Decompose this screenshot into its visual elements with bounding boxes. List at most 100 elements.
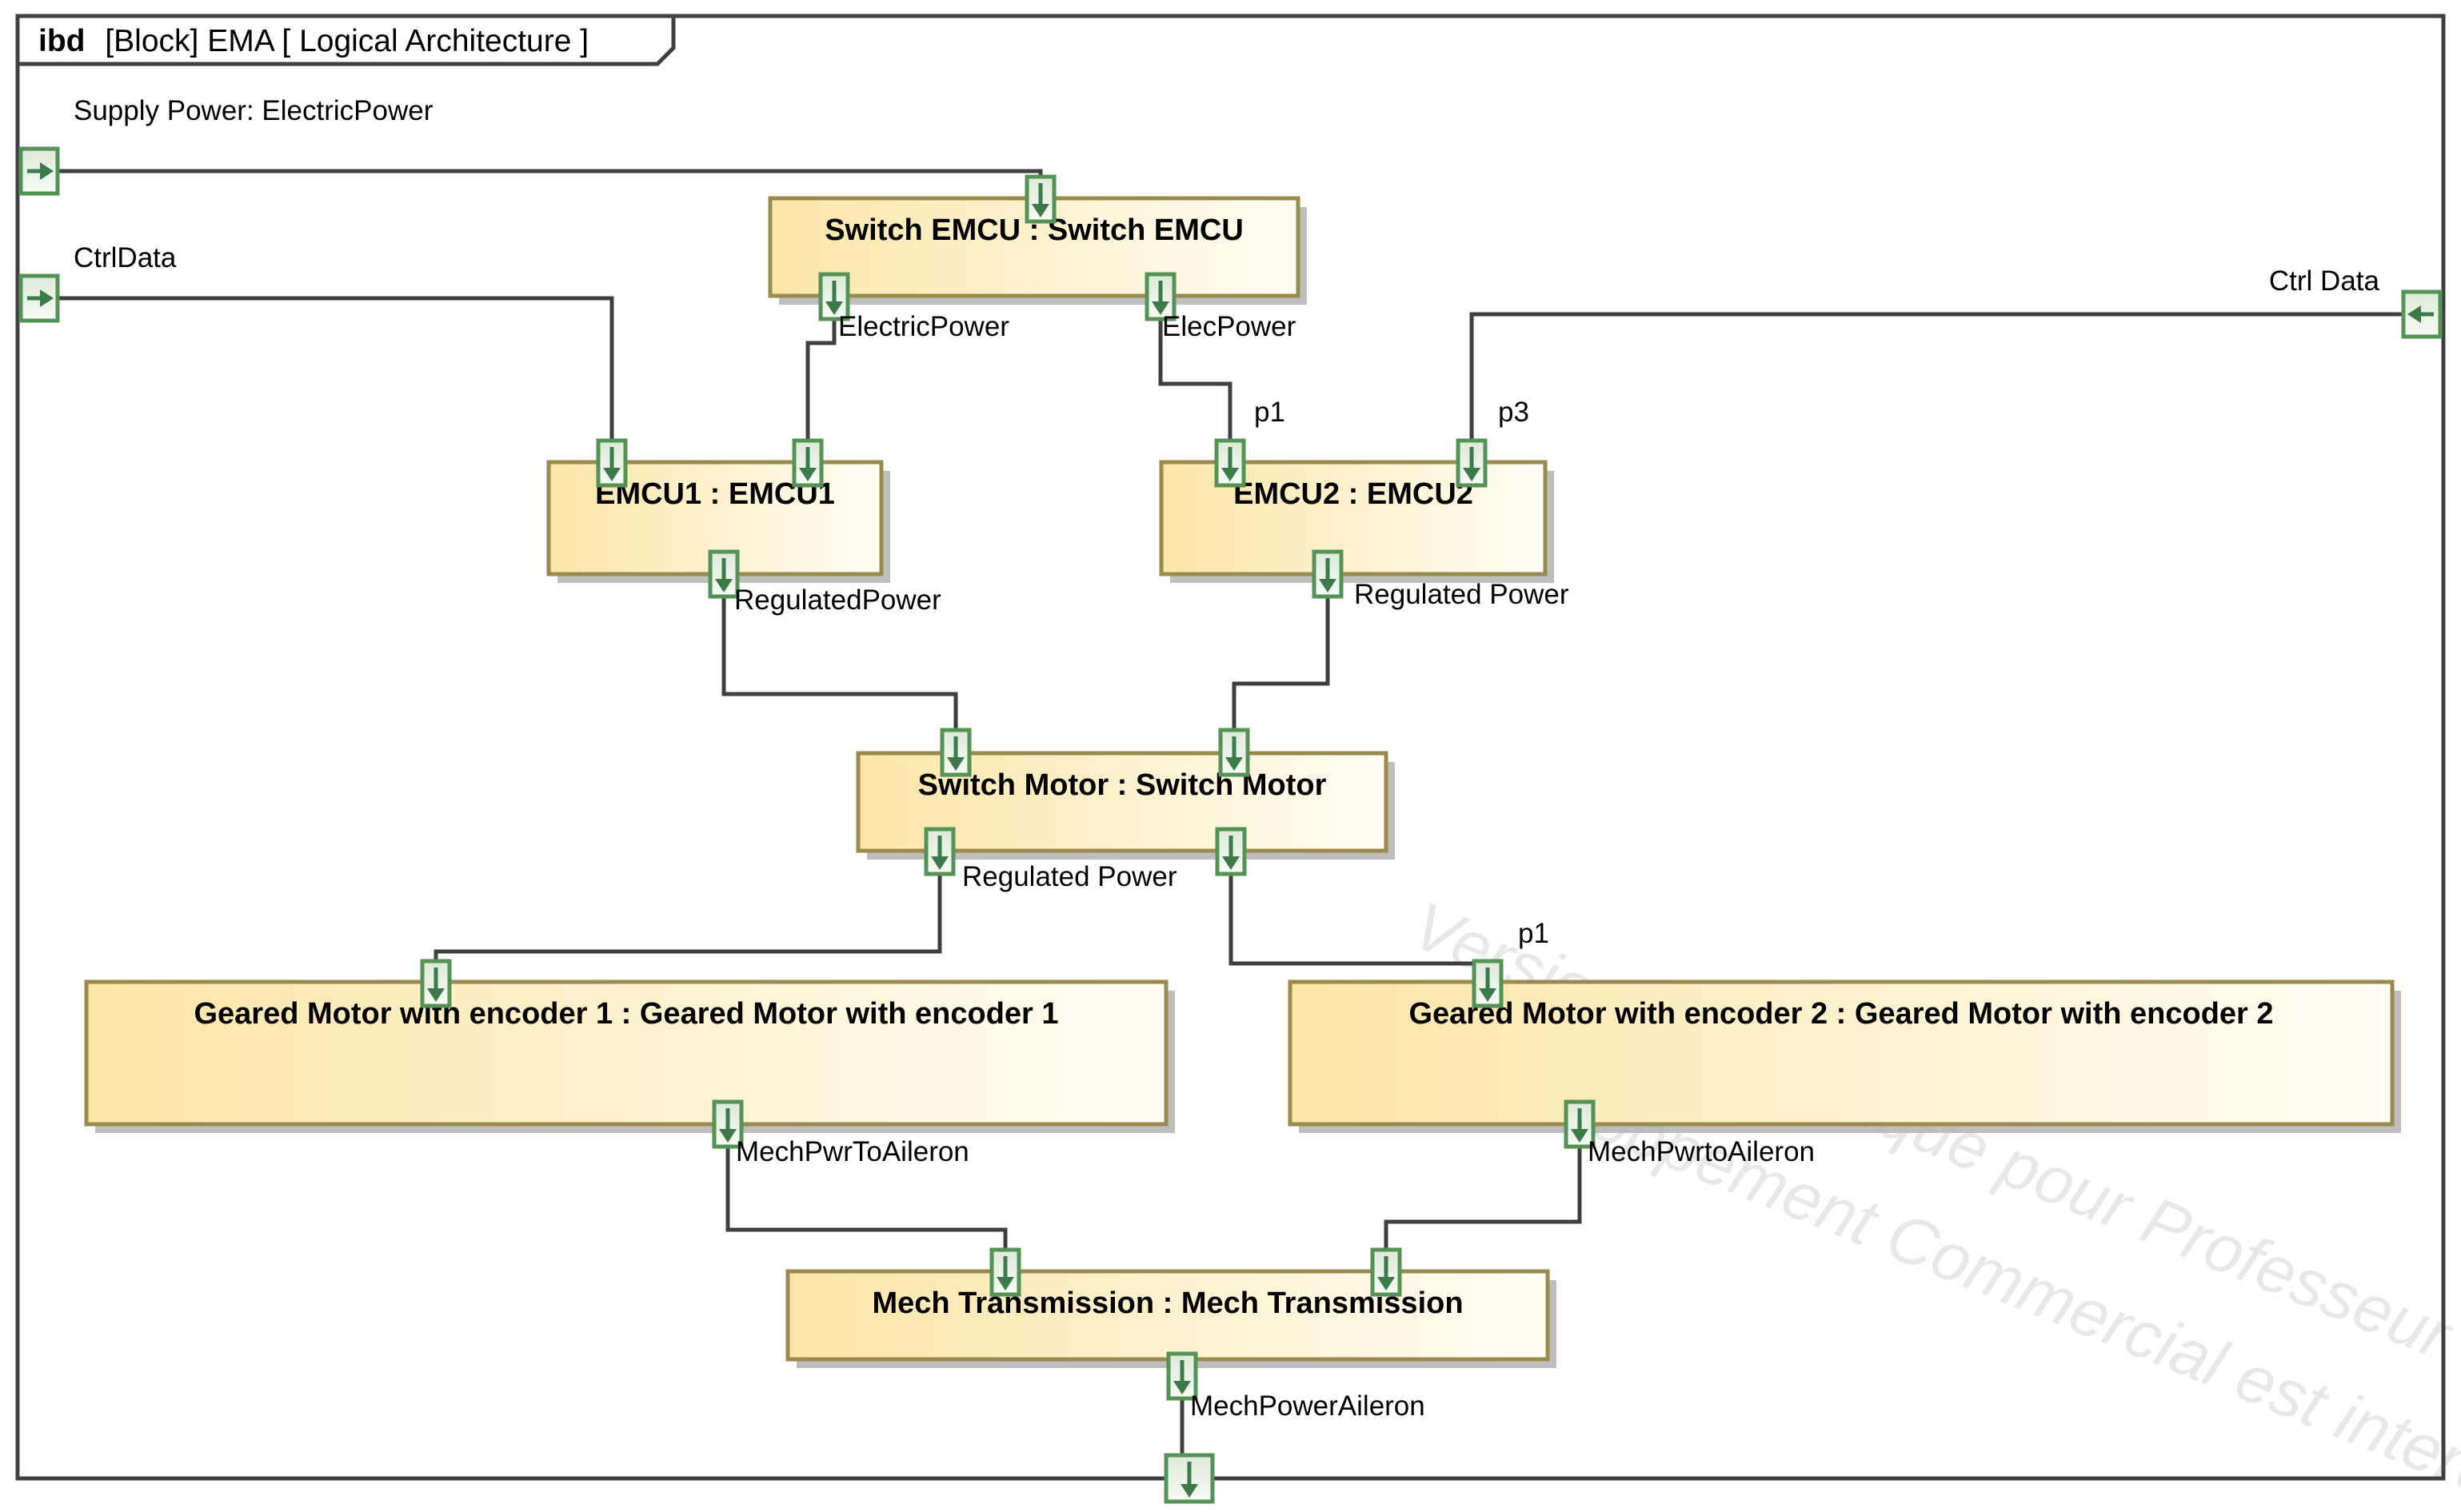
port-arrowhead-down-icon bbox=[1479, 988, 1496, 1002]
connector-line[interactable] bbox=[1384, 1147, 1582, 1250]
port-arrowhead-down-icon bbox=[1222, 856, 1240, 870]
connector-line[interactable] bbox=[725, 1147, 1008, 1250]
port-arrowhead-down-icon bbox=[1173, 1381, 1191, 1394]
port-p-switch-emcu-bl[interactable] bbox=[818, 272, 850, 321]
block-body[interactable] bbox=[785, 1269, 1550, 1362]
diagram-frame bbox=[15, 14, 2446, 1481]
port-arrowhead-down-icon bbox=[1319, 579, 1336, 592]
connector[interactable] bbox=[725, 1147, 1008, 1250]
connector-label: ElecPower bbox=[1162, 311, 1296, 342]
connector-line[interactable] bbox=[58, 296, 614, 441]
connector[interactable] bbox=[1469, 312, 2403, 441]
port-p-emcu1-t1[interactable] bbox=[596, 438, 628, 488]
boundary-port-label: Supply Power: ElectricPower bbox=[74, 95, 433, 126]
connector[interactable] bbox=[1232, 596, 1330, 730]
boundary-ports-layer: Supply Power: ElectricPowerCtrlDataCtrl … bbox=[18, 95, 2443, 1504]
connector-line[interactable] bbox=[433, 874, 942, 961]
block-geared-motor-1[interactable]: Geared Motor with encoder 1 : Geared Mot… bbox=[84, 979, 1175, 1133]
port-arrowhead-down-icon bbox=[427, 988, 445, 1002]
connector-label: Regulated Power bbox=[1354, 579, 1569, 610]
port-p-emcu2-p1[interactable] bbox=[1214, 438, 1246, 488]
boundary-port-label: CtrlData bbox=[74, 242, 177, 273]
ports-layer: p1 p3 p1 bbox=[420, 174, 1596, 1401]
port-arrowhead-right-icon bbox=[40, 162, 54, 180]
port-arrowhead-down-icon bbox=[1463, 468, 1480, 481]
port-arrowhead-down-icon bbox=[799, 468, 817, 481]
connector[interactable] bbox=[58, 169, 1043, 177]
port-arrowhead-down-icon bbox=[1032, 204, 1049, 217]
connector[interactable] bbox=[721, 596, 958, 730]
connector-label: MechPowerAileron bbox=[1190, 1390, 1425, 1422]
port-arrowhead-down-icon bbox=[719, 1129, 737, 1143]
connector-line[interactable] bbox=[1469, 312, 2403, 441]
connector-line[interactable] bbox=[58, 169, 1043, 177]
port-arrowhead-down-icon bbox=[997, 1277, 1014, 1291]
port-arrowhead-down-icon bbox=[825, 301, 843, 315]
connector-line[interactable] bbox=[721, 596, 958, 730]
port-arrowhead-down-icon bbox=[1152, 301, 1169, 315]
connector[interactable] bbox=[1384, 1147, 1582, 1250]
connector-label: ElectricPower bbox=[838, 311, 1009, 342]
connector[interactable] bbox=[1158, 319, 1232, 441]
port-p-switch-motor-tl[interactable] bbox=[940, 728, 972, 777]
port-p-mt-right[interactable] bbox=[1370, 1247, 1402, 1297]
port-arrowhead-down-icon bbox=[931, 856, 949, 870]
connector-label: MechPwrToAileron bbox=[736, 1136, 969, 1167]
port-p-gm2-top[interactable] bbox=[1472, 959, 1504, 1008]
port-p-mt-bottom[interactable] bbox=[1166, 1351, 1198, 1401]
boundary-port-bp-ctrl-data-right[interactable] bbox=[2401, 289, 2443, 339]
connectors-layer bbox=[58, 169, 2403, 1455]
port-p-switch-motor-br[interactable] bbox=[1215, 827, 1247, 876]
port-arrowhead-down-icon bbox=[1377, 1277, 1395, 1291]
port-arrowhead-down-icon bbox=[1181, 1484, 1198, 1498]
port-p-switch-motor-tr[interactable] bbox=[1218, 728, 1250, 777]
boundary-port-label: Ctrl Data bbox=[2269, 265, 2380, 297]
block-title: Mech Transmission : Mech Transmission bbox=[872, 1287, 1463, 1320]
port-label: p1 bbox=[1254, 397, 1285, 428]
connector[interactable] bbox=[433, 874, 942, 961]
connector-label: MechPwrtoAileron bbox=[1588, 1136, 1815, 1167]
block-body[interactable] bbox=[84, 979, 1169, 1127]
boundary-port-bp-ctrl-data-left[interactable] bbox=[18, 273, 60, 323]
port-p-emcu2-bottom[interactable] bbox=[1312, 549, 1344, 599]
connector-line[interactable] bbox=[1232, 596, 1330, 730]
connector-line[interactable] bbox=[1158, 319, 1232, 441]
port-arrowhead-down-icon bbox=[947, 757, 965, 771]
block-title: Switch Motor : Switch Motor bbox=[918, 768, 1327, 802]
block-title: EMCU2 : EMCU2 bbox=[1233, 477, 1473, 511]
port-p-gm1-top[interactable] bbox=[420, 959, 452, 1008]
port-p-emcu1-bottom[interactable] bbox=[708, 549, 740, 599]
port-p-emcu1-t2[interactable] bbox=[792, 438, 824, 488]
port-p-switch-motor-bl[interactable] bbox=[924, 827, 956, 876]
connector-label: Regulated Power bbox=[962, 861, 1177, 892]
port-arrowhead-down-icon bbox=[1225, 757, 1243, 771]
diagram-header-label: ibd [Block] EMA [ Logical Architecture ] bbox=[38, 24, 589, 58]
port-arrowhead-down-icon bbox=[1571, 1129, 1588, 1143]
connector-line[interactable] bbox=[805, 319, 837, 441]
block-title: Geared Motor with encoder 2 : Geared Mot… bbox=[1408, 997, 2273, 1031]
connector-label: RegulatedPower bbox=[734, 584, 941, 616]
diagram-kind-keyword: ibd bbox=[38, 24, 85, 58]
port-arrowhead-down-icon bbox=[715, 579, 733, 592]
port-arrowhead-left-icon bbox=[2407, 305, 2421, 323]
port-label: p3 bbox=[1498, 397, 1529, 428]
port-label: p1 bbox=[1518, 918, 1549, 949]
boundary-port-bp-supply-power[interactable] bbox=[18, 146, 60, 196]
block-mech-transmission[interactable]: Mech Transmission : Mech Transmission bbox=[785, 1269, 1556, 1368]
diagram-header-rest: [Block] EMA [ Logical Architecture ] bbox=[105, 24, 589, 58]
connector[interactable] bbox=[58, 296, 614, 441]
port-p-gm1-bottom[interactable] bbox=[712, 1099, 744, 1149]
port-arrowhead-right-icon bbox=[40, 289, 54, 307]
port-p-emcu2-p3[interactable] bbox=[1456, 438, 1488, 488]
connector[interactable] bbox=[805, 319, 837, 441]
port-arrowhead-down-icon bbox=[1221, 468, 1239, 481]
block-geared-motor-2[interactable]: Geared Motor with encoder 2 : Geared Mot… bbox=[1288, 979, 2401, 1133]
port-p-mt-left[interactable] bbox=[989, 1247, 1021, 1297]
port-p-switch-emcu-top[interactable] bbox=[1025, 174, 1057, 224]
port-p-switch-emcu-br[interactable] bbox=[1145, 272, 1177, 321]
boundary-port-bp-mech-power-aileron[interactable] bbox=[1164, 1453, 1215, 1504]
port-p-gm2-bottom[interactable] bbox=[1564, 1099, 1596, 1149]
